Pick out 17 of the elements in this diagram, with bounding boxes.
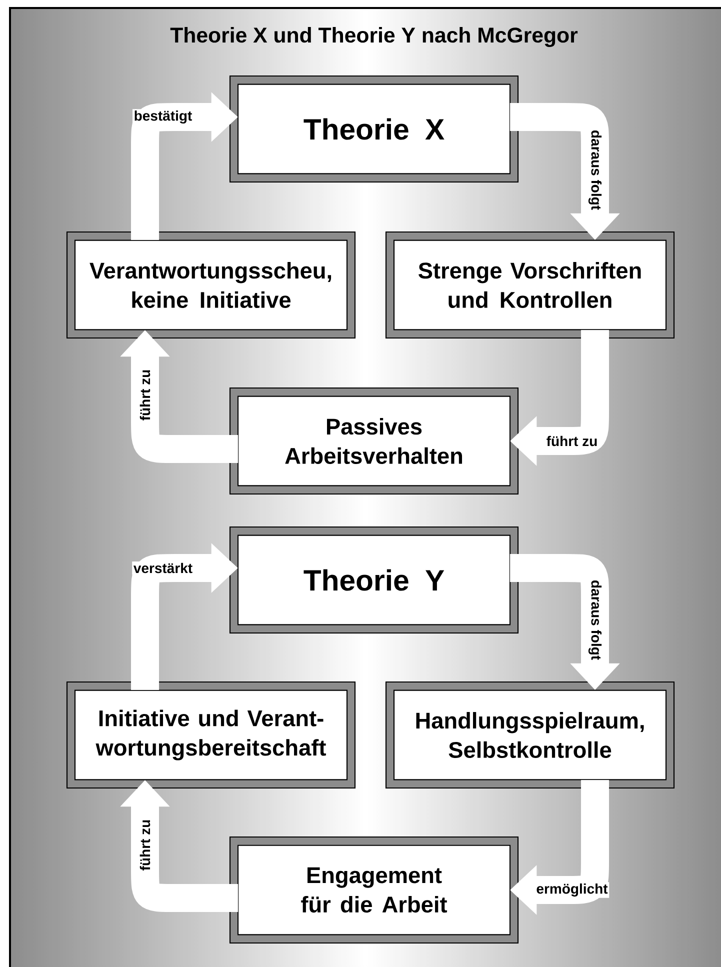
edge-label: ermöglicht <box>534 882 610 898</box>
edge-label: führt zu <box>545 434 599 448</box>
edge-label: daraus folgt <box>587 578 603 662</box>
process-box: Handlungsspielraum, Selbstkontrolle <box>385 681 675 789</box>
edge-label: verstärkt <box>132 562 194 574</box>
edge-label: bestätigt <box>132 109 194 125</box>
process-box: Engagement für die Arbeit <box>229 836 519 944</box>
process-box: Strenge Vorschriften und Kontrollen <box>385 231 675 339</box>
edge-label: führt zu <box>138 368 152 422</box>
process-box: Verantwortungsscheu, keine Initiative <box>66 231 356 339</box>
title: Theorie X und Theorie Y nach McGregor <box>170 27 578 47</box>
process-box: Initiative und Verant-wortungsbereitschaft <box>66 681 356 789</box>
process-box: Passives Arbeitsverhalten <box>229 387 519 495</box>
edge-label: daraus folgt <box>587 128 603 212</box>
edge-label: führt zu <box>138 818 152 872</box>
process-box: Theorie Y <box>229 526 519 634</box>
process-box: Theorie X <box>229 75 519 183</box>
